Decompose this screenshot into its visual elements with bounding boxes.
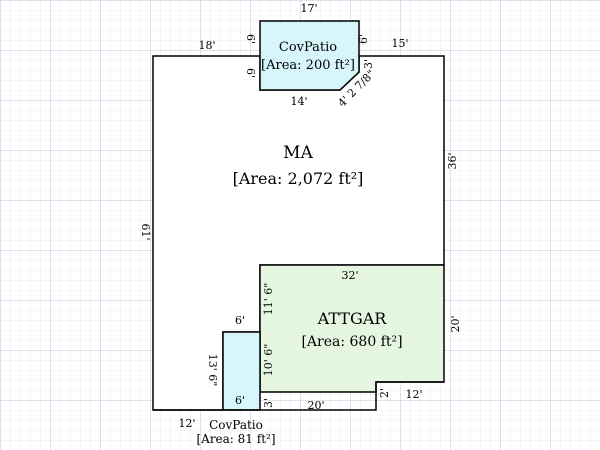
top-patio-area: [Area: 200 ft²] xyxy=(261,58,355,73)
bottom-wall xyxy=(153,381,444,411)
main-room-area: [Area: 2,072 ft²] xyxy=(233,169,364,188)
dim-garage-bottom: 20' xyxy=(307,399,324,412)
dim-garage-right: 20' xyxy=(449,315,462,332)
main-room-name: MA xyxy=(283,143,313,163)
dim-garage-top: 32' xyxy=(341,269,358,282)
garage-name: ATTGAR xyxy=(317,309,388,328)
dim-bottom-patio-bottom: 6' xyxy=(235,394,245,407)
dim-main-bottom-left: 12' xyxy=(178,417,195,430)
dim-main-left: 61' xyxy=(139,223,152,240)
dim-patio-bottom: 14' xyxy=(290,95,307,108)
dim-patio-left-lower: 6' xyxy=(244,68,257,78)
dim-patio-left-upper: 6' xyxy=(244,34,257,44)
dim-patio-right-upper: 6' xyxy=(357,34,370,44)
dim-bottom-patio-left: 13' 6" xyxy=(206,354,219,387)
bottom-patio-area: [Area: 81 ft²] xyxy=(196,432,275,446)
dim-bottom-patio-top: 6' xyxy=(235,314,245,327)
dim-garage-left-upper: 11' 6" xyxy=(262,283,275,316)
bottom-patio-name: CovPatio xyxy=(209,418,263,432)
dim-main-right: 36' xyxy=(446,152,459,169)
dim-main-top-right: 15' xyxy=(391,37,408,50)
dim-garage-left-lower: 10' 6" xyxy=(262,344,275,377)
dim-garage-notch: 2' xyxy=(378,388,391,398)
dim-garage-bottom-right: 12' xyxy=(405,388,422,401)
garage-outline xyxy=(259,264,445,393)
dim-patio-top: 17' xyxy=(300,2,317,15)
dim-patio-right-lower: 3' xyxy=(362,59,375,69)
top-covpatio-outline xyxy=(259,20,360,91)
top-patio-name: CovPatio xyxy=(279,40,337,55)
dim-garage-left-bottom: 3' xyxy=(262,398,275,408)
dim-main-top-left: 18' xyxy=(198,39,215,52)
garage-area: [Area: 680 ft²] xyxy=(301,334,402,350)
